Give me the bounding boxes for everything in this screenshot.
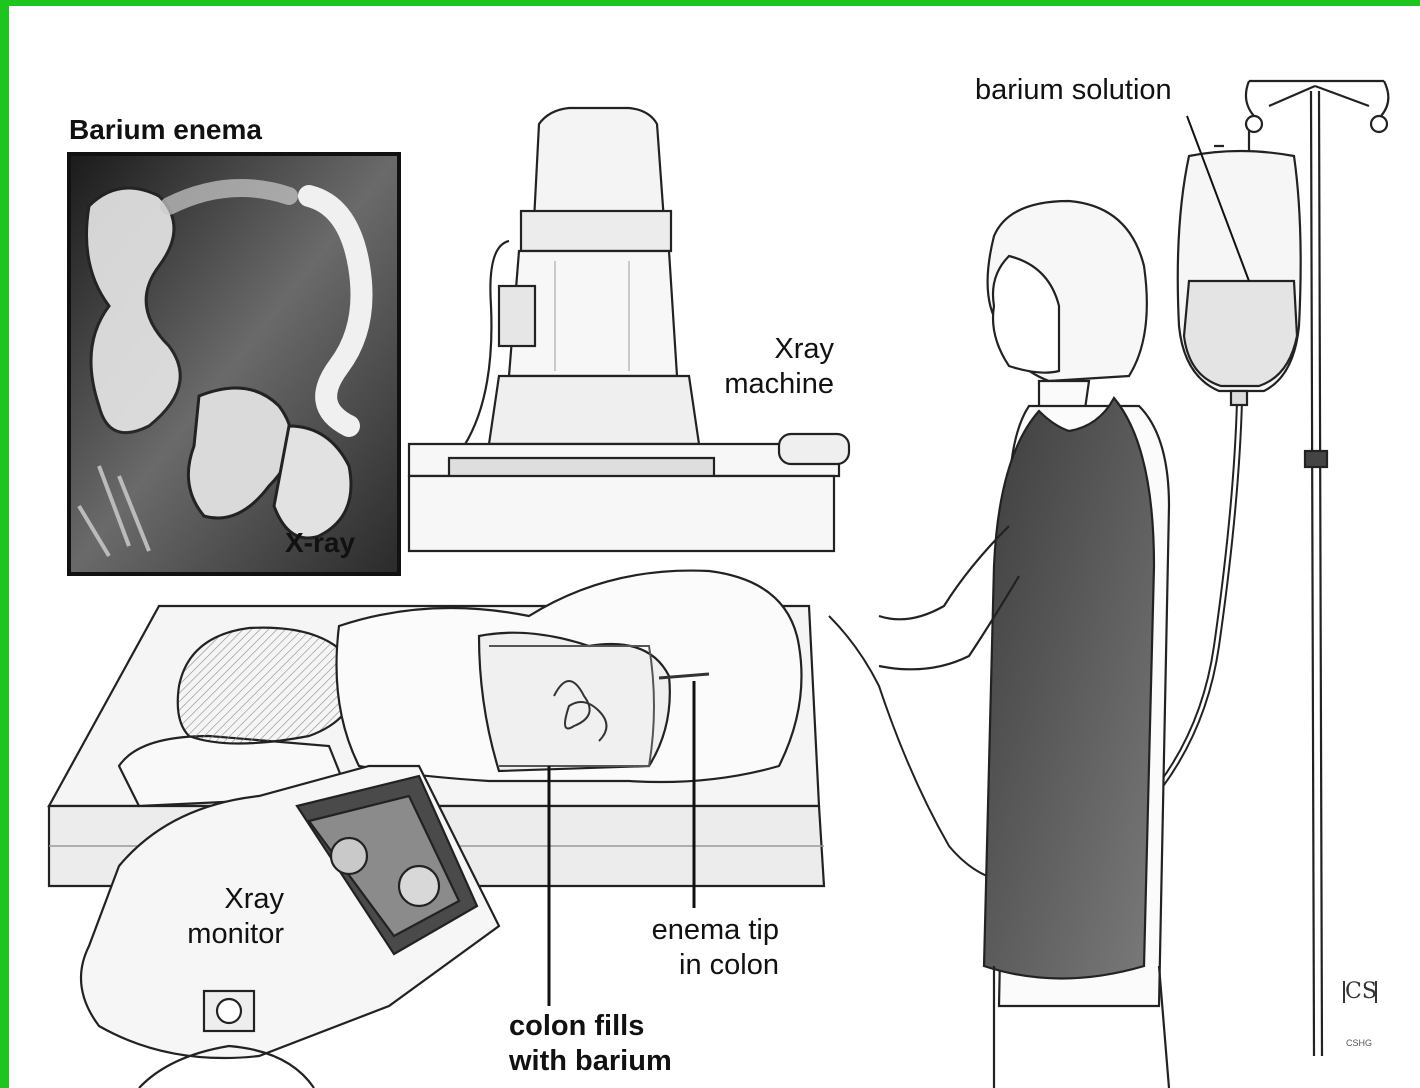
- enema-tip-label-line2: in colon: [569, 948, 779, 983]
- xray-monitor-label-line1: Xray: [119, 882, 284, 917]
- xray-machine-label-line1: Xray: [659, 332, 834, 367]
- colon-fills-label-line1: colon fills: [509, 1009, 672, 1044]
- xray-monitor-label: Xray monitor: [119, 882, 284, 952]
- colon-fills-label: colon fills with barium: [509, 1009, 672, 1079]
- xray-table: [409, 434, 849, 551]
- colon-fills-label-line2: with barium: [509, 1044, 672, 1079]
- barium-solution-label: barium solution: [975, 73, 1172, 108]
- enema-tip-label-line1: enema tip: [569, 913, 779, 948]
- nurse: [879, 201, 1169, 1088]
- xray-machine-label-line2: machine: [659, 367, 834, 402]
- artist-signature-small: CSHG: [1339, 1038, 1379, 1048]
- xray-monitor-label-line2: monitor: [119, 917, 284, 952]
- inset-title: Barium enema: [69, 112, 262, 147]
- inset-xray-label: X-ray: [285, 525, 355, 560]
- xray-inset: [69, 154, 399, 574]
- barium-bag: [1178, 116, 1301, 405]
- artist-signature-mark: CS: [1343, 981, 1377, 1003]
- enema-tip-label: enema tip in colon: [569, 913, 779, 983]
- xray-machine-label: Xray machine: [659, 332, 834, 402]
